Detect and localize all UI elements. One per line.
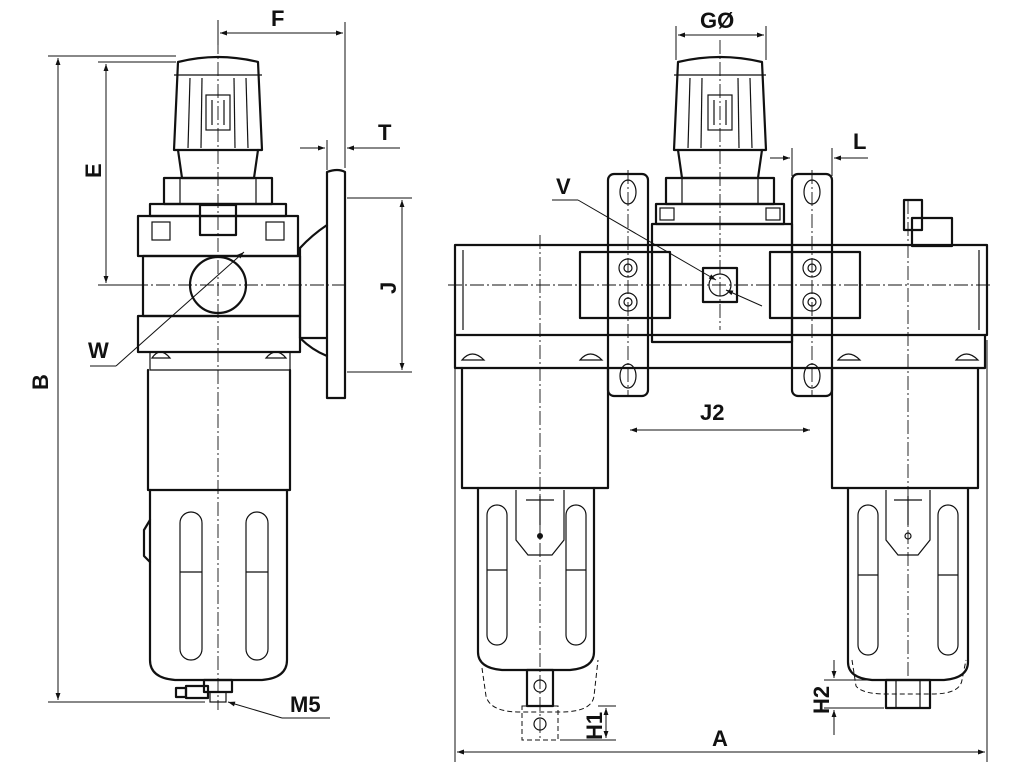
center-knob (654, 55, 786, 226)
side-view: F T E B J (28, 6, 412, 719)
adjusting-knob (172, 55, 264, 180)
label-T: T (378, 120, 392, 145)
label-G: GØ (700, 8, 734, 33)
label-H2: H2 (809, 686, 834, 714)
leader-V: V (552, 174, 763, 307)
label-J: J (376, 282, 401, 294)
dimension-F: F (217, 6, 346, 168)
front-view: GØ L V J2 H1 (448, 8, 992, 762)
label-F: F (271, 6, 284, 31)
label-M5: M5 (290, 692, 321, 717)
label-J2: J2 (700, 400, 724, 425)
center-port (701, 266, 739, 304)
regulator-body (136, 254, 302, 371)
label-H1: H1 (582, 712, 607, 740)
label-W: W (88, 338, 109, 363)
manifold-body (453, 198, 989, 370)
dimension-L: L (770, 129, 868, 176)
label-L: L (853, 129, 866, 154)
gauge-port (188, 255, 248, 315)
dimension-B: B (28, 55, 205, 703)
leader-W: W (88, 251, 245, 367)
dimension-H1: H1 (560, 705, 616, 741)
label-B: B (28, 374, 53, 390)
mounting-bracket (298, 168, 347, 400)
left-bowl (460, 366, 610, 741)
leader-M5: M5 (227, 692, 330, 719)
bracket-left (606, 172, 650, 398)
label-A: A (712, 726, 728, 751)
bracket-right (790, 172, 834, 398)
filter-bowl (142, 368, 292, 703)
dimension-E: E (81, 61, 176, 286)
right-bowl (830, 366, 980, 710)
label-V: V (556, 174, 571, 199)
dimension-T: T (300, 120, 400, 170)
bonnet (136, 176, 300, 258)
label-E: E (81, 163, 106, 178)
dimension-G: GØ (675, 8, 767, 60)
dimension-J2: J2 (630, 400, 810, 433)
dimension-H2: H2 (809, 660, 884, 735)
dimension-J: J (347, 197, 412, 373)
dimension-A: A (454, 340, 988, 762)
